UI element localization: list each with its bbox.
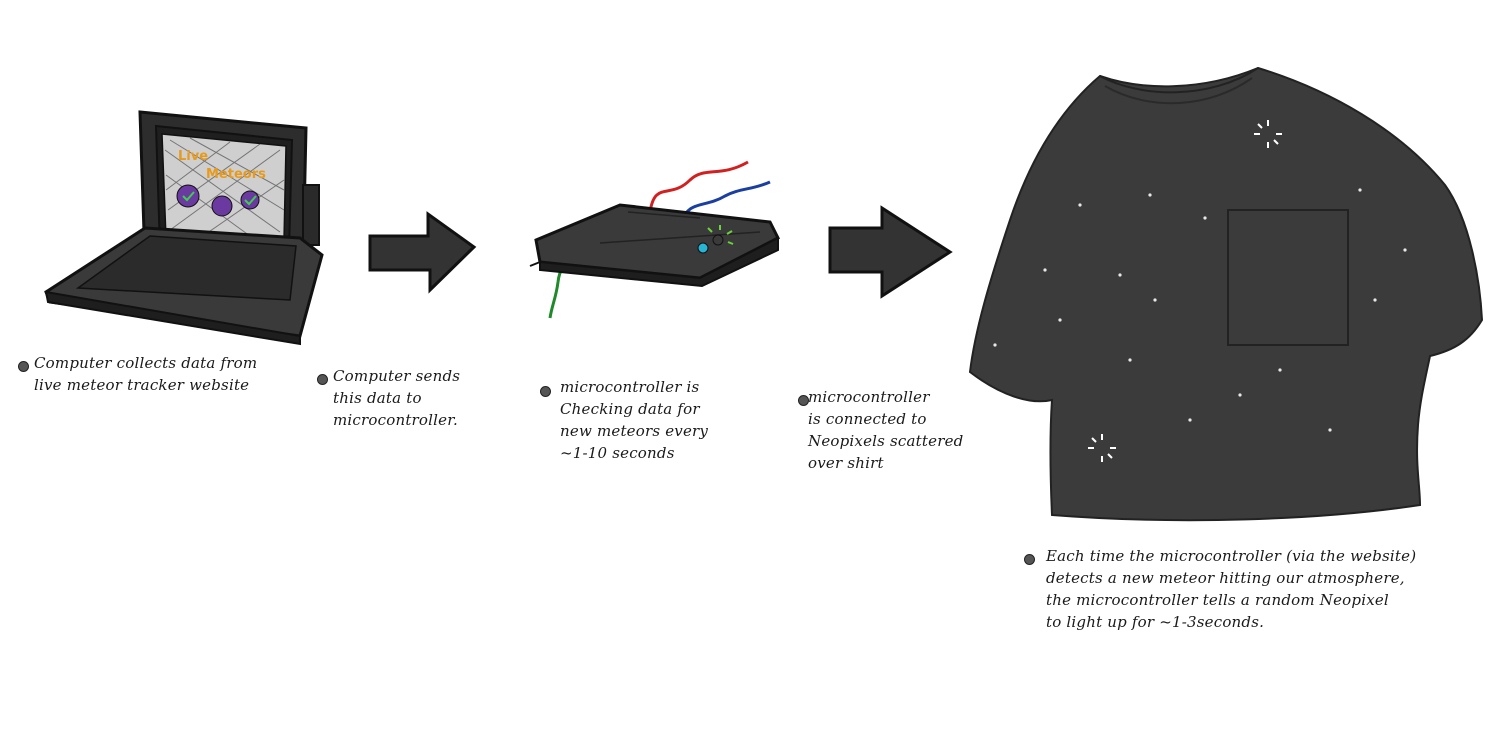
- screen-title-line2: Meteors: [206, 167, 266, 182]
- step-4-note: microcontroller is connected to Neopixel…: [808, 388, 964, 472]
- step-5-note: Each time the microcontroller (via the w…: [1046, 547, 1417, 631]
- step-3-note: microcontroller is Checking data for new…: [560, 378, 709, 462]
- arrow-right-icon: [368, 211, 477, 294]
- red-wire: [648, 160, 749, 213]
- microcontroller-icon: [529, 160, 781, 319]
- neopixel-dots: [993, 188, 1407, 432]
- step-bullet: [540, 386, 551, 397]
- neopixel-lit-icon: [1088, 434, 1116, 462]
- step-bullet: [798, 395, 809, 406]
- laptop-icon: Live Meteors: [44, 110, 324, 346]
- shirt-pocket: [1227, 209, 1349, 346]
- step-2-note: Computer sends this data to microcontrol…: [333, 367, 461, 429]
- step-1-note: Computer collects data from live meteor …: [34, 354, 258, 394]
- arrow-right-icon: [828, 205, 953, 299]
- tshirt-icon: [968, 66, 1484, 522]
- blue-wire: [680, 180, 771, 223]
- neopixel-lit-icon: [1254, 120, 1282, 148]
- step-bullet: [317, 374, 328, 385]
- screen-title-line1: Live: [178, 149, 208, 164]
- step-bullet: [1024, 554, 1035, 565]
- step-bullet: [18, 361, 29, 372]
